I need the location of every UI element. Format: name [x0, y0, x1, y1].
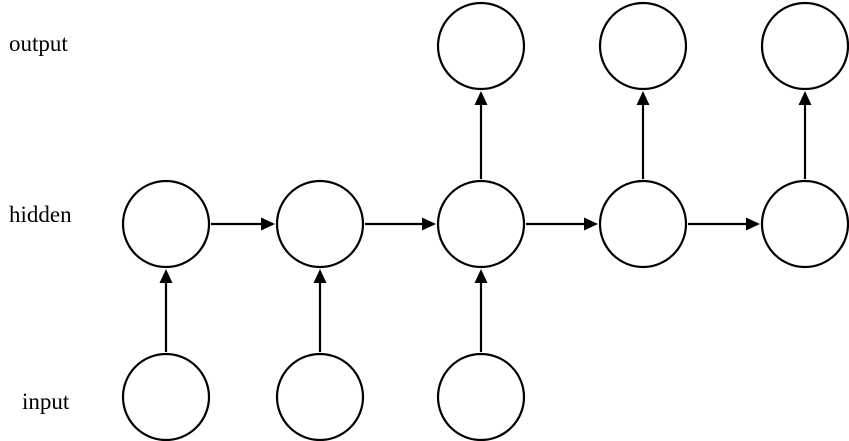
nodes-layer	[121, 1, 849, 441]
arrowhead-icon	[746, 217, 760, 231]
arrowhead-icon	[474, 269, 488, 283]
input-row-label: input	[22, 389, 70, 414]
output-node-y3	[436, 1, 526, 91]
edge-h5-to-y5	[798, 91, 812, 179]
hidden-node-h4	[598, 179, 688, 269]
arrowhead-icon	[313, 269, 327, 283]
input-node-x3	[436, 352, 526, 441]
hidden-node-h1	[121, 179, 211, 269]
input-node-x2	[275, 352, 365, 441]
hidden-node-h5	[760, 179, 849, 269]
edge-h2-to-h3	[365, 217, 436, 231]
output-node-y4	[598, 1, 688, 91]
arrowhead-icon	[422, 217, 436, 231]
edge-h4-to-h5	[688, 217, 760, 231]
input-node-x1	[121, 352, 211, 441]
edges-layer	[159, 91, 812, 352]
arrowhead-icon	[584, 217, 598, 231]
edge-h3-to-y3	[474, 91, 488, 179]
arrowhead-icon	[636, 91, 650, 105]
edge-h4-to-y4	[636, 91, 650, 179]
hidden-node-h2	[275, 179, 365, 269]
arrowhead-icon	[159, 269, 173, 283]
arrowhead-icon	[474, 91, 488, 105]
arrowhead-icon	[261, 217, 275, 231]
output-node-y5	[760, 1, 849, 91]
edge-h1-to-h2	[211, 217, 275, 231]
edge-h3-to-h4	[526, 217, 598, 231]
arrowhead-icon	[798, 91, 812, 105]
edge-x2-to-h2	[313, 269, 327, 352]
hidden-row-label: hidden	[9, 202, 72, 227]
hidden-node-h3	[436, 179, 526, 269]
edge-x3-to-h3	[474, 269, 488, 352]
edge-x1-to-h1	[159, 269, 173, 352]
output-row-label: output	[9, 31, 68, 56]
